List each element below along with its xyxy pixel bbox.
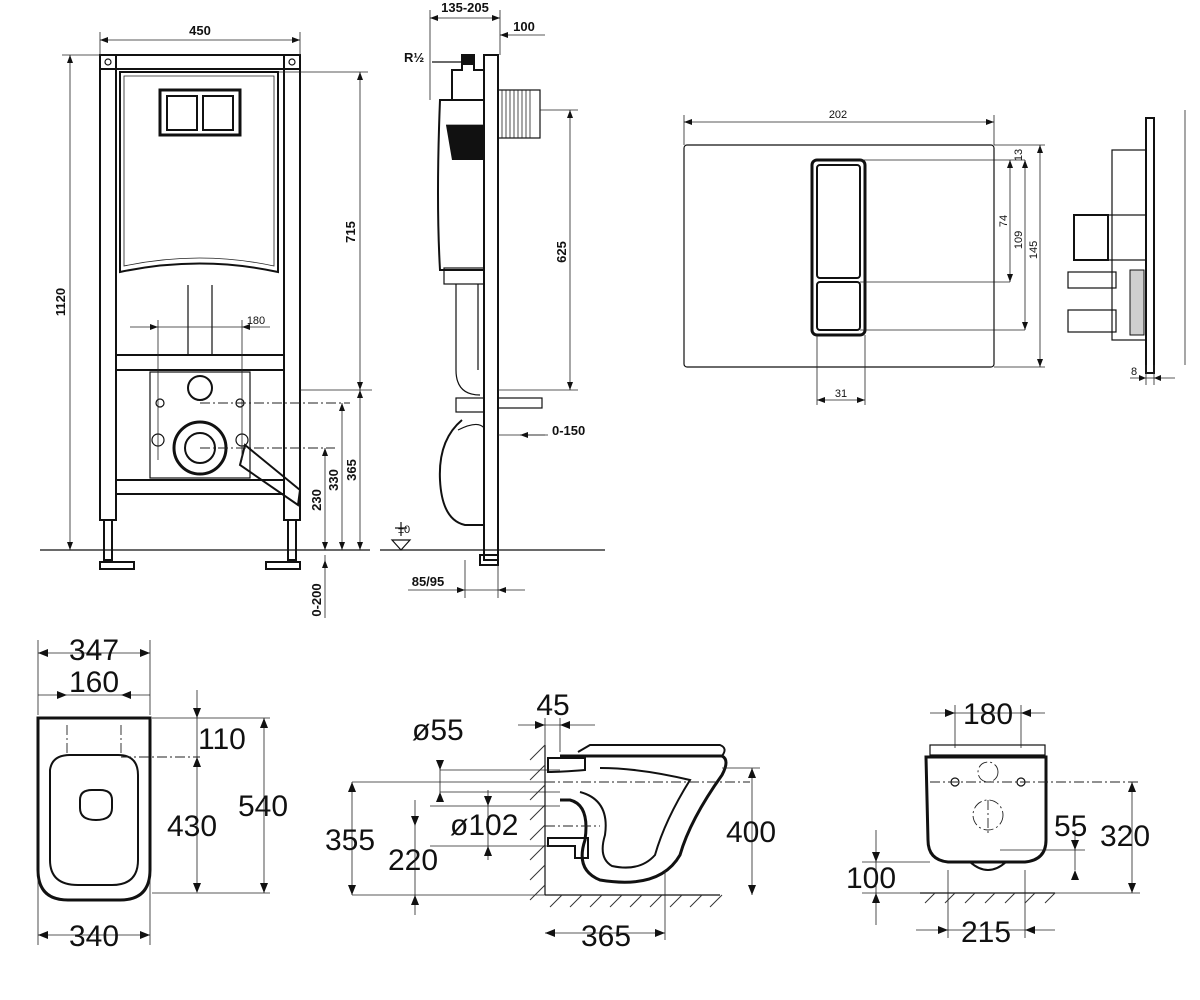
dim-foot-adjust: 0-200 — [309, 583, 324, 616]
dim-projection: 365 — [581, 920, 631, 953]
dim-side-height: 625 — [554, 241, 569, 263]
dim-button-height: 74 — [998, 215, 1010, 227]
dim-bolt-offset: 110 — [198, 723, 246, 756]
flush-plate-front: 202 74 109 145 13 31 — [683, 109, 1045, 405]
dim-top-margin: 13 — [1013, 149, 1025, 161]
dim-inlet-dia: ø55 — [412, 714, 464, 747]
label-thread: R½ — [404, 50, 424, 65]
dim-side-outlet-height: 220 — [388, 844, 438, 877]
dim-plate-width: 202 — [829, 109, 847, 121]
dim-total-length: 540 — [238, 790, 288, 823]
dim-offset-top: 100 — [513, 19, 535, 34]
dim-pipe-extension: 0-150 — [552, 423, 585, 438]
dim-frame-height: 1120 — [53, 288, 68, 316]
dim-toilet-width-bottom: 340 — [69, 920, 119, 953]
dim-front-bolt-spacing: 180 — [963, 698, 1013, 731]
label-floor-level: ±0 — [398, 524, 410, 536]
dim-plate-height: 145 — [1028, 241, 1040, 259]
dim-depth-adjust: 135-205 — [441, 0, 489, 15]
flush-plate-side: 8 — [1067, 110, 1186, 385]
dim-bowl-height: 400 — [726, 816, 776, 849]
dim-wall-gap: 45 — [536, 689, 569, 722]
dim-button-block: 109 — [1013, 231, 1025, 249]
dim-inlet-height: 330 — [326, 469, 341, 491]
dim-front-base-width: 215 — [961, 916, 1011, 949]
dim-inner-length: 430 — [167, 810, 217, 843]
toilet-front-view: 180 55 320 100 215 — [846, 698, 1150, 949]
dim-base-depth: 85/95 — [412, 574, 445, 589]
dim-front-height: 320 — [1100, 820, 1150, 853]
frame-side-view: 135-205 100 R½ 625 0-150 ±0 85/95 — [380, 0, 605, 598]
dim-stud-height: 365 — [344, 459, 359, 481]
dim-bolt-spacing-top: 160 — [69, 666, 119, 699]
toilet-top-view: 347 160 110 430 540 340 — [36, 634, 288, 953]
toilet-side-view: 45 ø55 ø102 355 220 400 365 — [325, 689, 776, 953]
dim-cistern-height: 715 — [343, 221, 358, 243]
dim-front-lower-offset: 55 — [1054, 810, 1087, 843]
dim-frame-width: 450 — [189, 23, 211, 38]
dim-plate-thickness: 8 — [1131, 366, 1137, 378]
dim-outlet-height: 230 — [309, 489, 324, 511]
dim-toilet-width-outer: 347 — [69, 634, 119, 667]
dim-floor-clearance: 100 — [846, 862, 896, 895]
frame-front-view: 450 1120 715 180 230 330 365 0-200 — [40, 23, 372, 618]
dim-axis-spacing: 180 — [247, 315, 265, 327]
dim-button-width: 31 — [835, 388, 847, 400]
dim-side-height-top: 355 — [325, 824, 375, 857]
dim-outlet-dia: ø102 — [450, 809, 518, 842]
